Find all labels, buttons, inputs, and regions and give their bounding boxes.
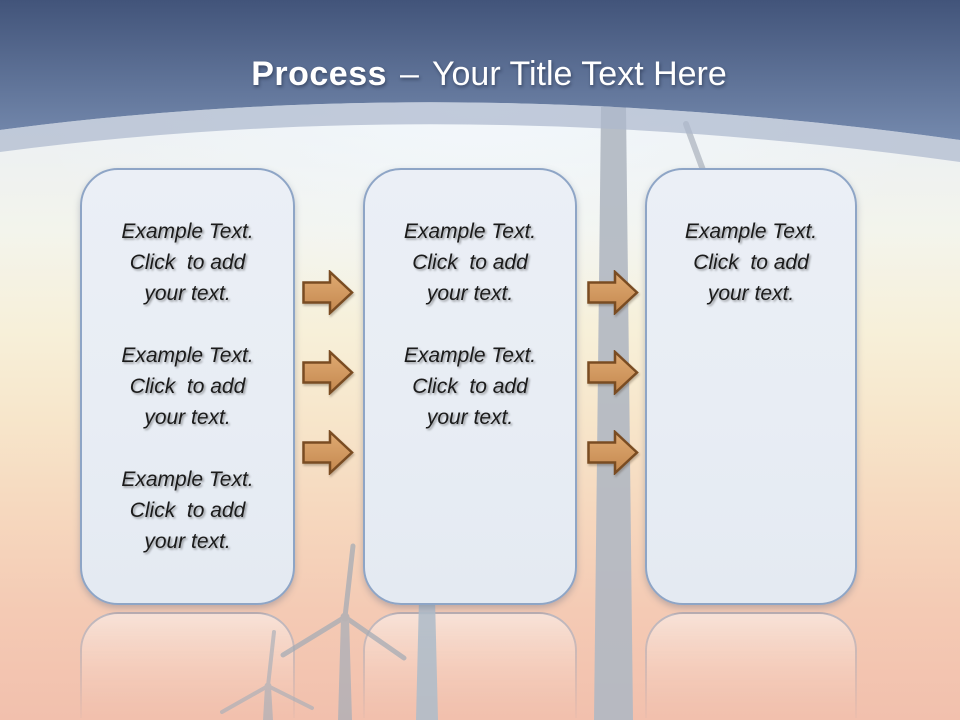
right-arrow-icon[interactable] [302, 350, 354, 395]
right-arrow-icon[interactable] [302, 270, 354, 315]
box-reflection [80, 612, 295, 718]
header-arc-band [0, 102, 960, 162]
placeholder-text: Example Text. Click to add your text. [121, 220, 254, 305]
turbine-tower-large [594, 107, 633, 720]
title-keyword: Process [251, 54, 388, 93]
right-arrow-icon[interactable] [302, 430, 354, 475]
turbine-blade [683, 121, 706, 173]
placeholder-text: Example Text. Click to add your text. [403, 344, 537, 429]
right-arrow-icon[interactable] [587, 270, 639, 315]
right-arrow-icon[interactable] [587, 430, 639, 475]
slide-title[interactable]: Process – Your Title Text Here [0, 52, 960, 96]
process-box-step-1[interactable]: Example Text. Click to add your text. Ex… [80, 168, 295, 605]
placeholder-text: Example Text. Click to add your text. [403, 220, 537, 305]
placeholder-text: Example Text. Click to add your text. [121, 344, 254, 429]
title-text: Your Title Text Here [431, 54, 727, 93]
box-reflection [363, 612, 577, 718]
placeholder-text: Example Text. Click to add your text. [121, 468, 254, 553]
box-reflection [645, 612, 857, 718]
process-box-step-3[interactable]: Example Text. Click to add your text. [645, 168, 857, 605]
right-arrow-icon[interactable] [587, 350, 639, 395]
title-dash: – [400, 54, 419, 93]
process-box-step-2[interactable]: Example Text. Click to add your text. Ex… [363, 168, 577, 605]
placeholder-text: Example Text. Click to add your text. [684, 220, 818, 305]
